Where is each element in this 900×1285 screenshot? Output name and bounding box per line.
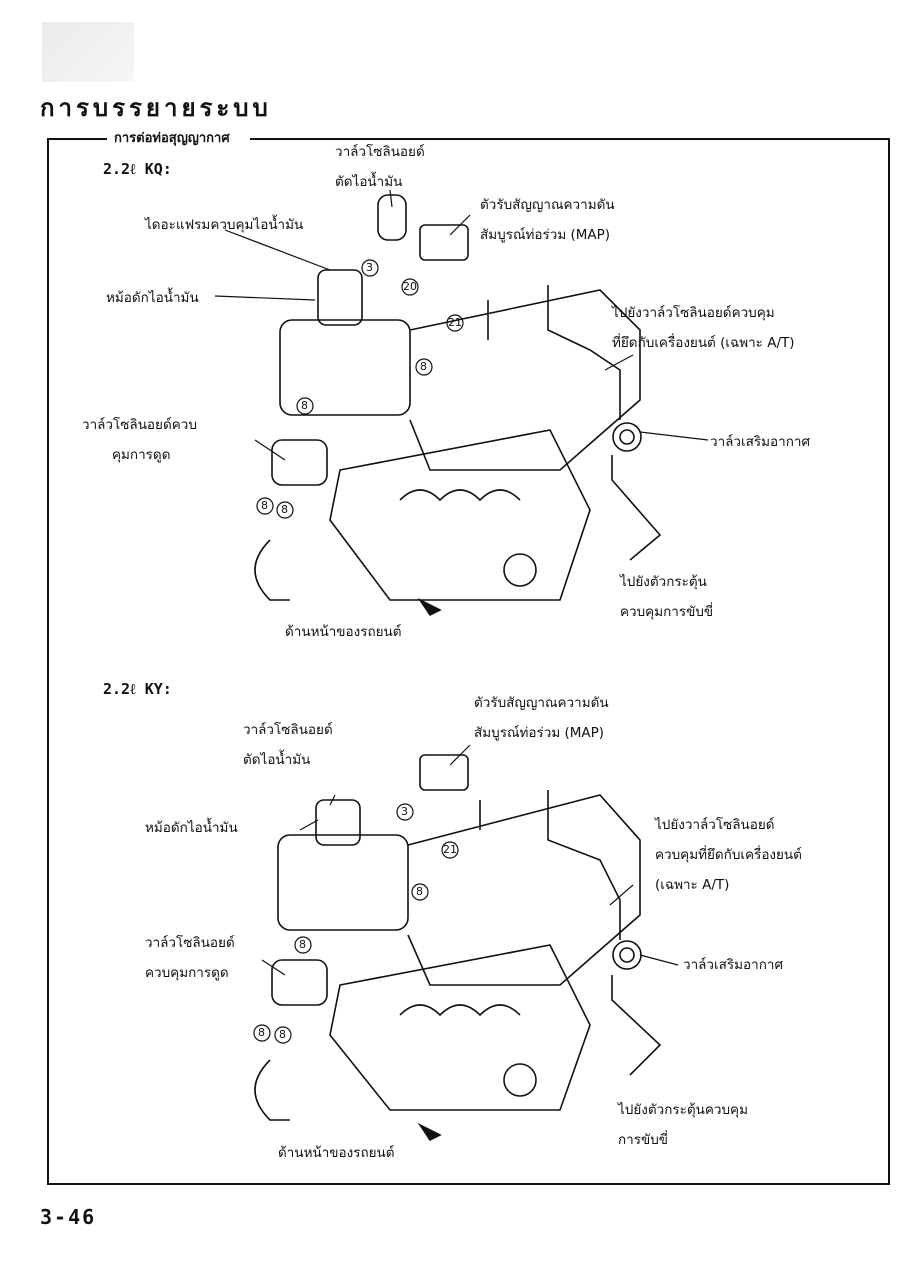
label-to-mount-solenoid: ไปยังวาล์วโซลินอยด์ควบคุมที่ยึดกับเครื่อ… xyxy=(655,810,802,900)
engine-illustration-kq xyxy=(254,194,662,617)
label-line: ไปยังตัวกระตุ้นควบคุม xyxy=(618,1102,748,1118)
label-to-cruise-actuator: ไปยังตัวกระตุ้นควบคุมการขับขี่ xyxy=(620,567,713,627)
page-title: การบรรยายระบบ xyxy=(40,94,272,122)
hose-number: 8 xyxy=(279,1028,286,1041)
label-diaphragm: ไดอะแฟรมควบคุมไอน้ำมัน xyxy=(145,210,303,240)
label-map-sensor: ตัวรับสัญญาณความดันสัมบูรณ์ท่อร่วม (MAP) xyxy=(474,688,609,748)
label-line: หม้อดักไอน้ำมัน xyxy=(106,290,199,306)
hose-number: 8 xyxy=(281,503,288,516)
label-fuel-cut-solenoid: วาล์วโซลินอยด์ตัดไอน้ำมัน xyxy=(335,137,425,197)
label-line: การขับขี่ xyxy=(618,1132,669,1148)
label-front-of-vehicle: ด้านหน้าของรถยนต์ xyxy=(285,617,402,647)
label-line: ตัดไอน้ำมัน xyxy=(335,174,403,190)
label-line: วาล์วโซลินอยด์ xyxy=(243,722,333,738)
section-heading: การต่อท่อสุญญากาศ xyxy=(110,127,234,148)
leader-lines-ky xyxy=(261,744,679,976)
label-line: (เฉพาะ A/T) xyxy=(655,877,730,893)
label-line: ไปยังตัวกระตุ้น xyxy=(620,574,707,590)
label-line: ควบคุมการดูด xyxy=(145,965,229,981)
label-purge-solenoid: วาล์วโซลินอยด์ควบคุมการดูด xyxy=(145,928,235,988)
label-line: ด้านหน้าของรถยนต์ xyxy=(278,1145,395,1161)
label-front-of-vehicle: ด้านหน้าของรถยนต์ xyxy=(278,1138,395,1168)
frame-top-left xyxy=(47,138,107,140)
label-line: คุมการดูด xyxy=(112,447,171,463)
label-to-cruise-actuator: ไปยังตัวกระตุ้นควบคุมการขับขี่ xyxy=(618,1095,748,1155)
label-purge-solenoid: วาล์วโซลินอยด์ควบคุมการดูด xyxy=(82,410,197,470)
label-line: วาล์วโซลินอยด์ xyxy=(145,935,235,951)
hose-number: 21 xyxy=(448,316,462,329)
label-fuel-cut-solenoid: วาล์วโซลินอยด์ตัดไอน้ำมัน xyxy=(243,715,333,775)
page-number: 3-46 xyxy=(40,1205,97,1229)
label-air-valve: วาล์วเสริมอากาศ xyxy=(710,427,810,457)
label-line: สัมบูรณ์ท่อร่วม (MAP) xyxy=(480,227,611,243)
hose-number: 20 xyxy=(403,280,417,293)
model-ky-heading: 2.2ℓ KY: xyxy=(103,680,172,698)
hose-number: 8 xyxy=(301,399,308,412)
label-line: ไปยังวาล์วโซลินอยด์ xyxy=(655,817,775,833)
frame-top-right xyxy=(250,138,890,140)
hose-markers-ky xyxy=(253,803,459,1044)
hose-number: 3 xyxy=(366,261,373,274)
label-line: วาล์วเสริมอากาศ xyxy=(710,434,811,450)
label-line: ตัดไอน้ำมัน xyxy=(243,752,311,768)
leader-lines-kq xyxy=(214,189,709,461)
label-line: ตัวรับสัญญาณความดัน xyxy=(480,197,615,213)
label-line: วาล์วเสริมอากาศ xyxy=(683,957,784,973)
label-line: ไปยังวาล์วโซลินอยด์ควบคุม xyxy=(612,305,775,321)
hose-number: 8 xyxy=(261,499,268,512)
hose-number: 8 xyxy=(416,885,423,898)
label-line: ด้านหน้าของรถยนต์ xyxy=(285,624,402,640)
label-line: ควบคุมที่ยึดกับเครื่องยนต์ xyxy=(655,847,802,863)
label-line: สัมบูรณ์ท่อร่วม (MAP) xyxy=(474,725,605,741)
engine-illustration-ky xyxy=(254,754,662,1142)
label-canister: หม้อดักไอน้ำมัน xyxy=(106,283,199,313)
label-to-mount-solenoid: ไปยังวาล์วโซลินอยด์ควบคุมที่ยึดกับเครื่อ… xyxy=(612,298,795,358)
label-canister: หม้อดักไอน้ำมัน xyxy=(145,813,238,843)
model-kq-heading: 2.2ℓ KQ: xyxy=(103,160,172,178)
diagram-frame xyxy=(47,138,890,1185)
hose-number: 3 xyxy=(401,805,408,818)
label-map-sensor: ตัวรับสัญญาณความดันสัมบูรณ์ท่อร่วม (MAP) xyxy=(480,190,615,250)
hose-number: 8 xyxy=(420,360,427,373)
hose-number: 21 xyxy=(443,843,457,856)
label-line: วาล์วโซลินอยด์ xyxy=(335,144,425,160)
hose-number: 8 xyxy=(258,1026,265,1039)
hose-markers-kq xyxy=(256,259,464,519)
label-line: หม้อดักไอน้ำมัน xyxy=(145,820,238,836)
label-line: วาล์วโซลินอยด์ควบ xyxy=(82,417,197,433)
label-line: ควบคุมการขับขี่ xyxy=(620,604,714,620)
label-line: ไดอะแฟรมควบคุมไอน้ำมัน xyxy=(145,217,304,233)
manual-logo xyxy=(42,22,134,82)
hose-number: 8 xyxy=(299,938,306,951)
label-line: ตัวรับสัญญาณความดัน xyxy=(474,695,609,711)
label-air-valve: วาล์วเสริมอากาศ xyxy=(683,950,783,980)
label-line: ที่ยึดกับเครื่องยนต์ (เฉพาะ A/T) xyxy=(612,335,795,351)
